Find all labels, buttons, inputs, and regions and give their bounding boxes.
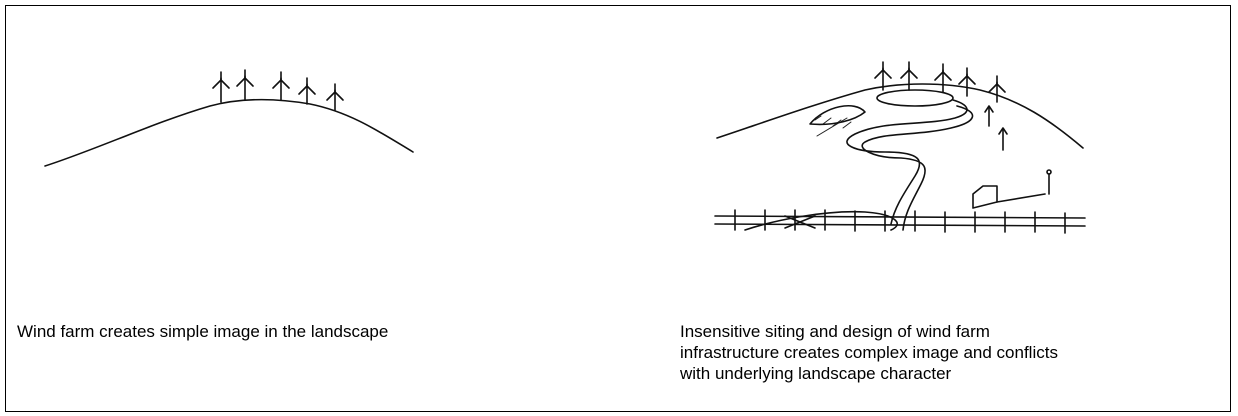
spoil-heap: [810, 106, 865, 125]
turbine-icon: [237, 70, 253, 100]
simple-landscape-sketch: [35, 60, 435, 190]
turbine-icon: [327, 84, 343, 110]
summit-platform: [877, 90, 953, 106]
access-track: [847, 100, 967, 224]
turbine-icon: [989, 76, 1005, 102]
turbine-icon: [959, 68, 975, 96]
upward-arrow-icon: [985, 106, 993, 126]
upward-arrow-icon: [999, 128, 1007, 150]
turbine-row: [213, 70, 343, 110]
hill-outline: [45, 100, 413, 166]
access-track: [862, 106, 972, 230]
turbine-icon: [901, 62, 917, 90]
caption-simple: Wind farm creates simple image in the la…: [17, 321, 617, 342]
boundary-fence: [715, 210, 1085, 233]
building-icon: [973, 186, 1045, 208]
hill-outline: [717, 84, 1083, 148]
turbine-icon: [299, 78, 315, 104]
turbine-icon: [935, 64, 951, 92]
turbine-icon: [213, 72, 229, 102]
cut-slope-hatching: [815, 116, 851, 136]
secondary-track: [745, 212, 897, 230]
complex-landscape-sketch: [705, 60, 1105, 250]
turbine-row: [875, 62, 1005, 102]
caption-complex: Insensitive siting and design of wind fa…: [680, 321, 1200, 384]
turbine-icon: [273, 72, 289, 100]
mast-icon: [1047, 170, 1051, 194]
